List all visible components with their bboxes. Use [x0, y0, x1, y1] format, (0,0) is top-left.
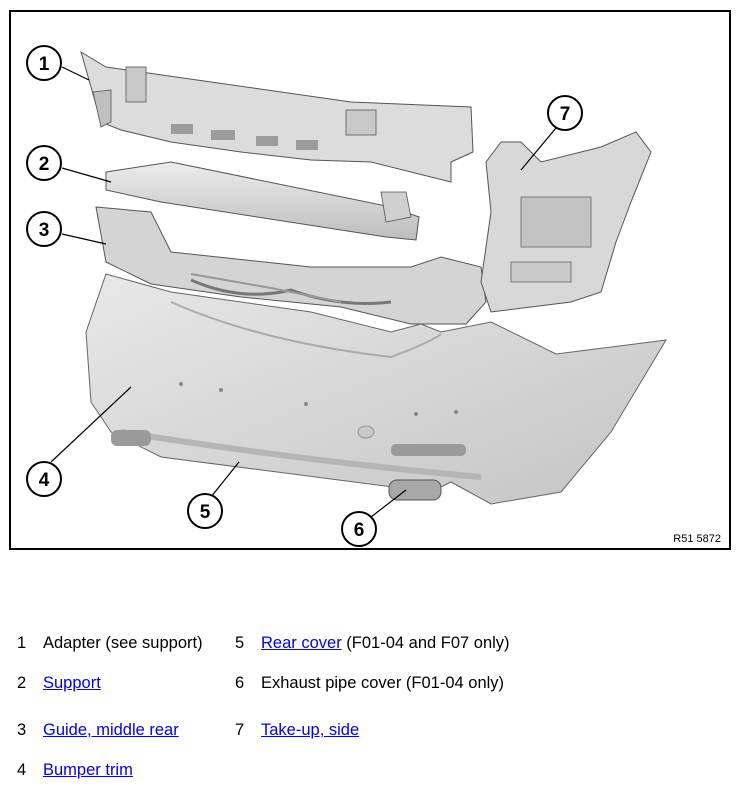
svg-text:7: 7: [560, 104, 571, 125]
legend-label-exhaust-pipe-cover: Exhaust pipe cover (F01-04 only): [261, 674, 505, 692]
support-link[interactable]: Support: [43, 674, 101, 692]
callout-7: 7: [547, 95, 583, 131]
svg-text:3: 3: [39, 220, 50, 241]
svg-text:6: 6: [354, 520, 365, 541]
svg-text:2: 2: [39, 154, 50, 175]
leader-lines: [50, 66, 562, 518]
legend-label-adapter: Adapter (see support): [43, 634, 203, 652]
exhaust-pipe-cover-shape: [388, 479, 442, 501]
part-adapter: [80, 50, 474, 183]
legend-num-3: 3: [17, 721, 27, 739]
figure-id: R51 5872: [673, 533, 721, 545]
callout-3: 3: [26, 211, 62, 247]
rear-cover-link[interactable]: Rear cover: [261, 634, 342, 652]
svg-text:4: 4: [39, 470, 50, 491]
callout-1: 1: [26, 45, 62, 81]
part-bumper-trim: [85, 273, 667, 505]
legend-num-7: 7: [235, 721, 245, 739]
guide-middle-rear-link[interactable]: Guide, middle rear: [43, 721, 179, 739]
legend-item-rear-cover: Rear cover (F01-04 and F07 only): [261, 634, 510, 653]
bumper-trim-link[interactable]: Bumper trim: [43, 761, 133, 779]
callout-4: 4: [26, 461, 62, 497]
legend-row-3: 3 Guide, middle rear 7 Take-up, side: [0, 721, 742, 745]
callout-5: 5: [187, 493, 223, 529]
legend-num-4: 4: [17, 761, 27, 779]
part-guide: [95, 206, 487, 325]
legend-num-6: 6: [235, 674, 245, 692]
legend-num-5: 5: [235, 634, 245, 652]
legend-row-1: 1 Adapter (see support) 5 Rear cover (F0…: [0, 634, 742, 658]
legend-num-1: 1: [17, 634, 27, 652]
part-support: [105, 161, 420, 241]
legend-row-4: 4 Bumper trim: [0, 761, 742, 785]
take-up-side-link[interactable]: Take-up, side: [261, 721, 360, 739]
exploded-view-illustration: 1 2 3 4 5 6 7: [26, 45, 667, 547]
callout-6: 6: [341, 511, 377, 547]
part-take-up-side: [480, 131, 652, 313]
parts-diagram: 1 2 3 4 5 6 7 R51 5872: [9, 10, 731, 550]
svg-text:5: 5: [200, 502, 211, 523]
legend-row-2: 2 Support 6 Exhaust pipe cover (F01-04 o…: [0, 674, 742, 698]
callout-2: 2: [26, 145, 62, 181]
legend-num-2: 2: [17, 674, 27, 692]
svg-text:1: 1: [39, 54, 50, 75]
rear-cover-note: (F01-04 and F07 only): [341, 634, 510, 652]
